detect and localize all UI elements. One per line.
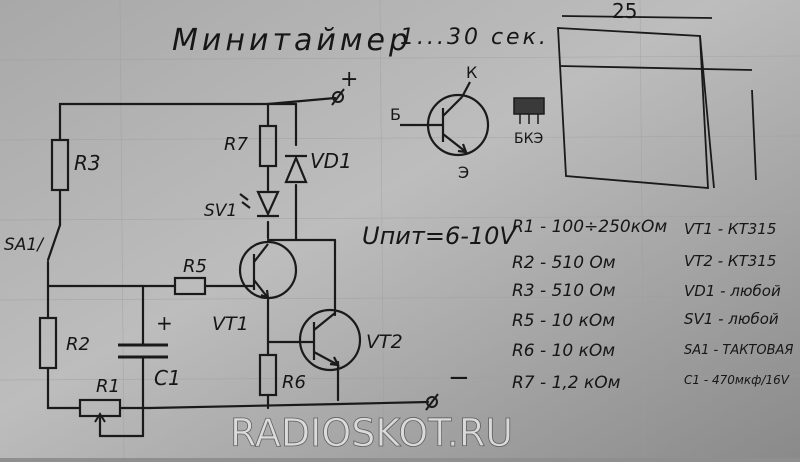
label-sa1: SA1/ <box>4 235 45 255</box>
label-r6: R6 <box>282 372 306 393</box>
resistor-r1 <box>78 398 122 418</box>
label-c1: C1 <box>154 366 181 390</box>
pin-k: К <box>466 63 478 82</box>
part-left-1: R1 - 100÷250кОм <box>512 217 667 237</box>
label-r3: R3 <box>74 151 101 175</box>
part-right-5: SA1 - ТАКТОВАЯ <box>684 343 793 358</box>
title: Минитаймер <box>172 23 412 58</box>
component-labels: R3 R7 VD1 SV1 SA1/ R5 VT1 VT2 R2 R1 C1 +… <box>4 134 403 397</box>
part-right-2: VT2 - КТ315 <box>684 252 776 270</box>
diode-vd1 <box>284 154 308 184</box>
terminal-minus-label: − <box>448 363 470 393</box>
label-r5: R5 <box>183 256 207 277</box>
part-right-3: VD1 - любой <box>684 282 781 300</box>
transistor-package-icon <box>513 97 545 124</box>
dimension-label: 25 <box>612 0 637 23</box>
pinout-sketch <box>400 81 490 157</box>
label-r7: R7 <box>224 134 249 155</box>
part-left-5: R6 - 10 кОм <box>512 341 615 361</box>
resistor-r2 <box>38 316 58 370</box>
watermark: RADIOSKOT.RU <box>230 411 513 455</box>
board-sketch <box>557 15 757 189</box>
circuit-wires <box>46 96 430 438</box>
r1-wiper-arrow <box>94 412 106 423</box>
resistors <box>38 124 278 418</box>
terminal-plus-label: + <box>340 67 358 92</box>
part-left-6: R7 - 1,2 кОм <box>512 373 621 393</box>
label-vt1: VT1 <box>212 313 249 335</box>
label-r2: R2 <box>66 334 90 355</box>
pin-b: Б <box>390 105 401 124</box>
resistor-r7 <box>258 124 278 168</box>
label-r1: R1 <box>96 376 120 397</box>
parts-list-right: VT1 - КТ315 VT2 - КТ315 VD1 - любой SV1 … <box>684 220 793 387</box>
part-right-1: VT1 - КТ315 <box>684 220 776 238</box>
transistor-vt2 <box>298 308 362 372</box>
parts-list-left: R1 - 100÷250кОм R2 - 510 Ом R3 - 510 Ом … <box>512 217 667 393</box>
subtitle: 1...30 сек. <box>400 25 549 50</box>
terminal-plus-node <box>332 91 344 103</box>
resistor-r6 <box>258 353 278 397</box>
part-right-6: C1 - 470мкф/16V <box>684 373 790 387</box>
package-label: БКЭ <box>514 131 543 147</box>
terminal-minus-node <box>426 396 438 408</box>
part-right-4: SV1 - любой <box>684 310 779 328</box>
terminals <box>331 88 439 411</box>
label-vd1: VD1 <box>310 149 352 173</box>
part-left-3: R3 - 510 Ом <box>512 281 616 301</box>
pin-e: Э <box>458 163 469 182</box>
label-vt2: VT2 <box>366 331 403 353</box>
label-sv1: SV1 <box>204 201 237 221</box>
label-c1-plus: + <box>156 311 173 335</box>
capacitor-c1 <box>118 343 168 359</box>
supply-label: Uпит=6-10V <box>362 222 517 250</box>
part-left-4: R5 - 10 кОм <box>512 311 615 331</box>
part-left-2: R2 - 510 Ом <box>512 253 616 273</box>
transistor-vt1 <box>238 240 298 300</box>
resistor-r5 <box>173 276 207 296</box>
resistor-r3 <box>50 138 70 192</box>
led-sv1 <box>239 190 280 218</box>
